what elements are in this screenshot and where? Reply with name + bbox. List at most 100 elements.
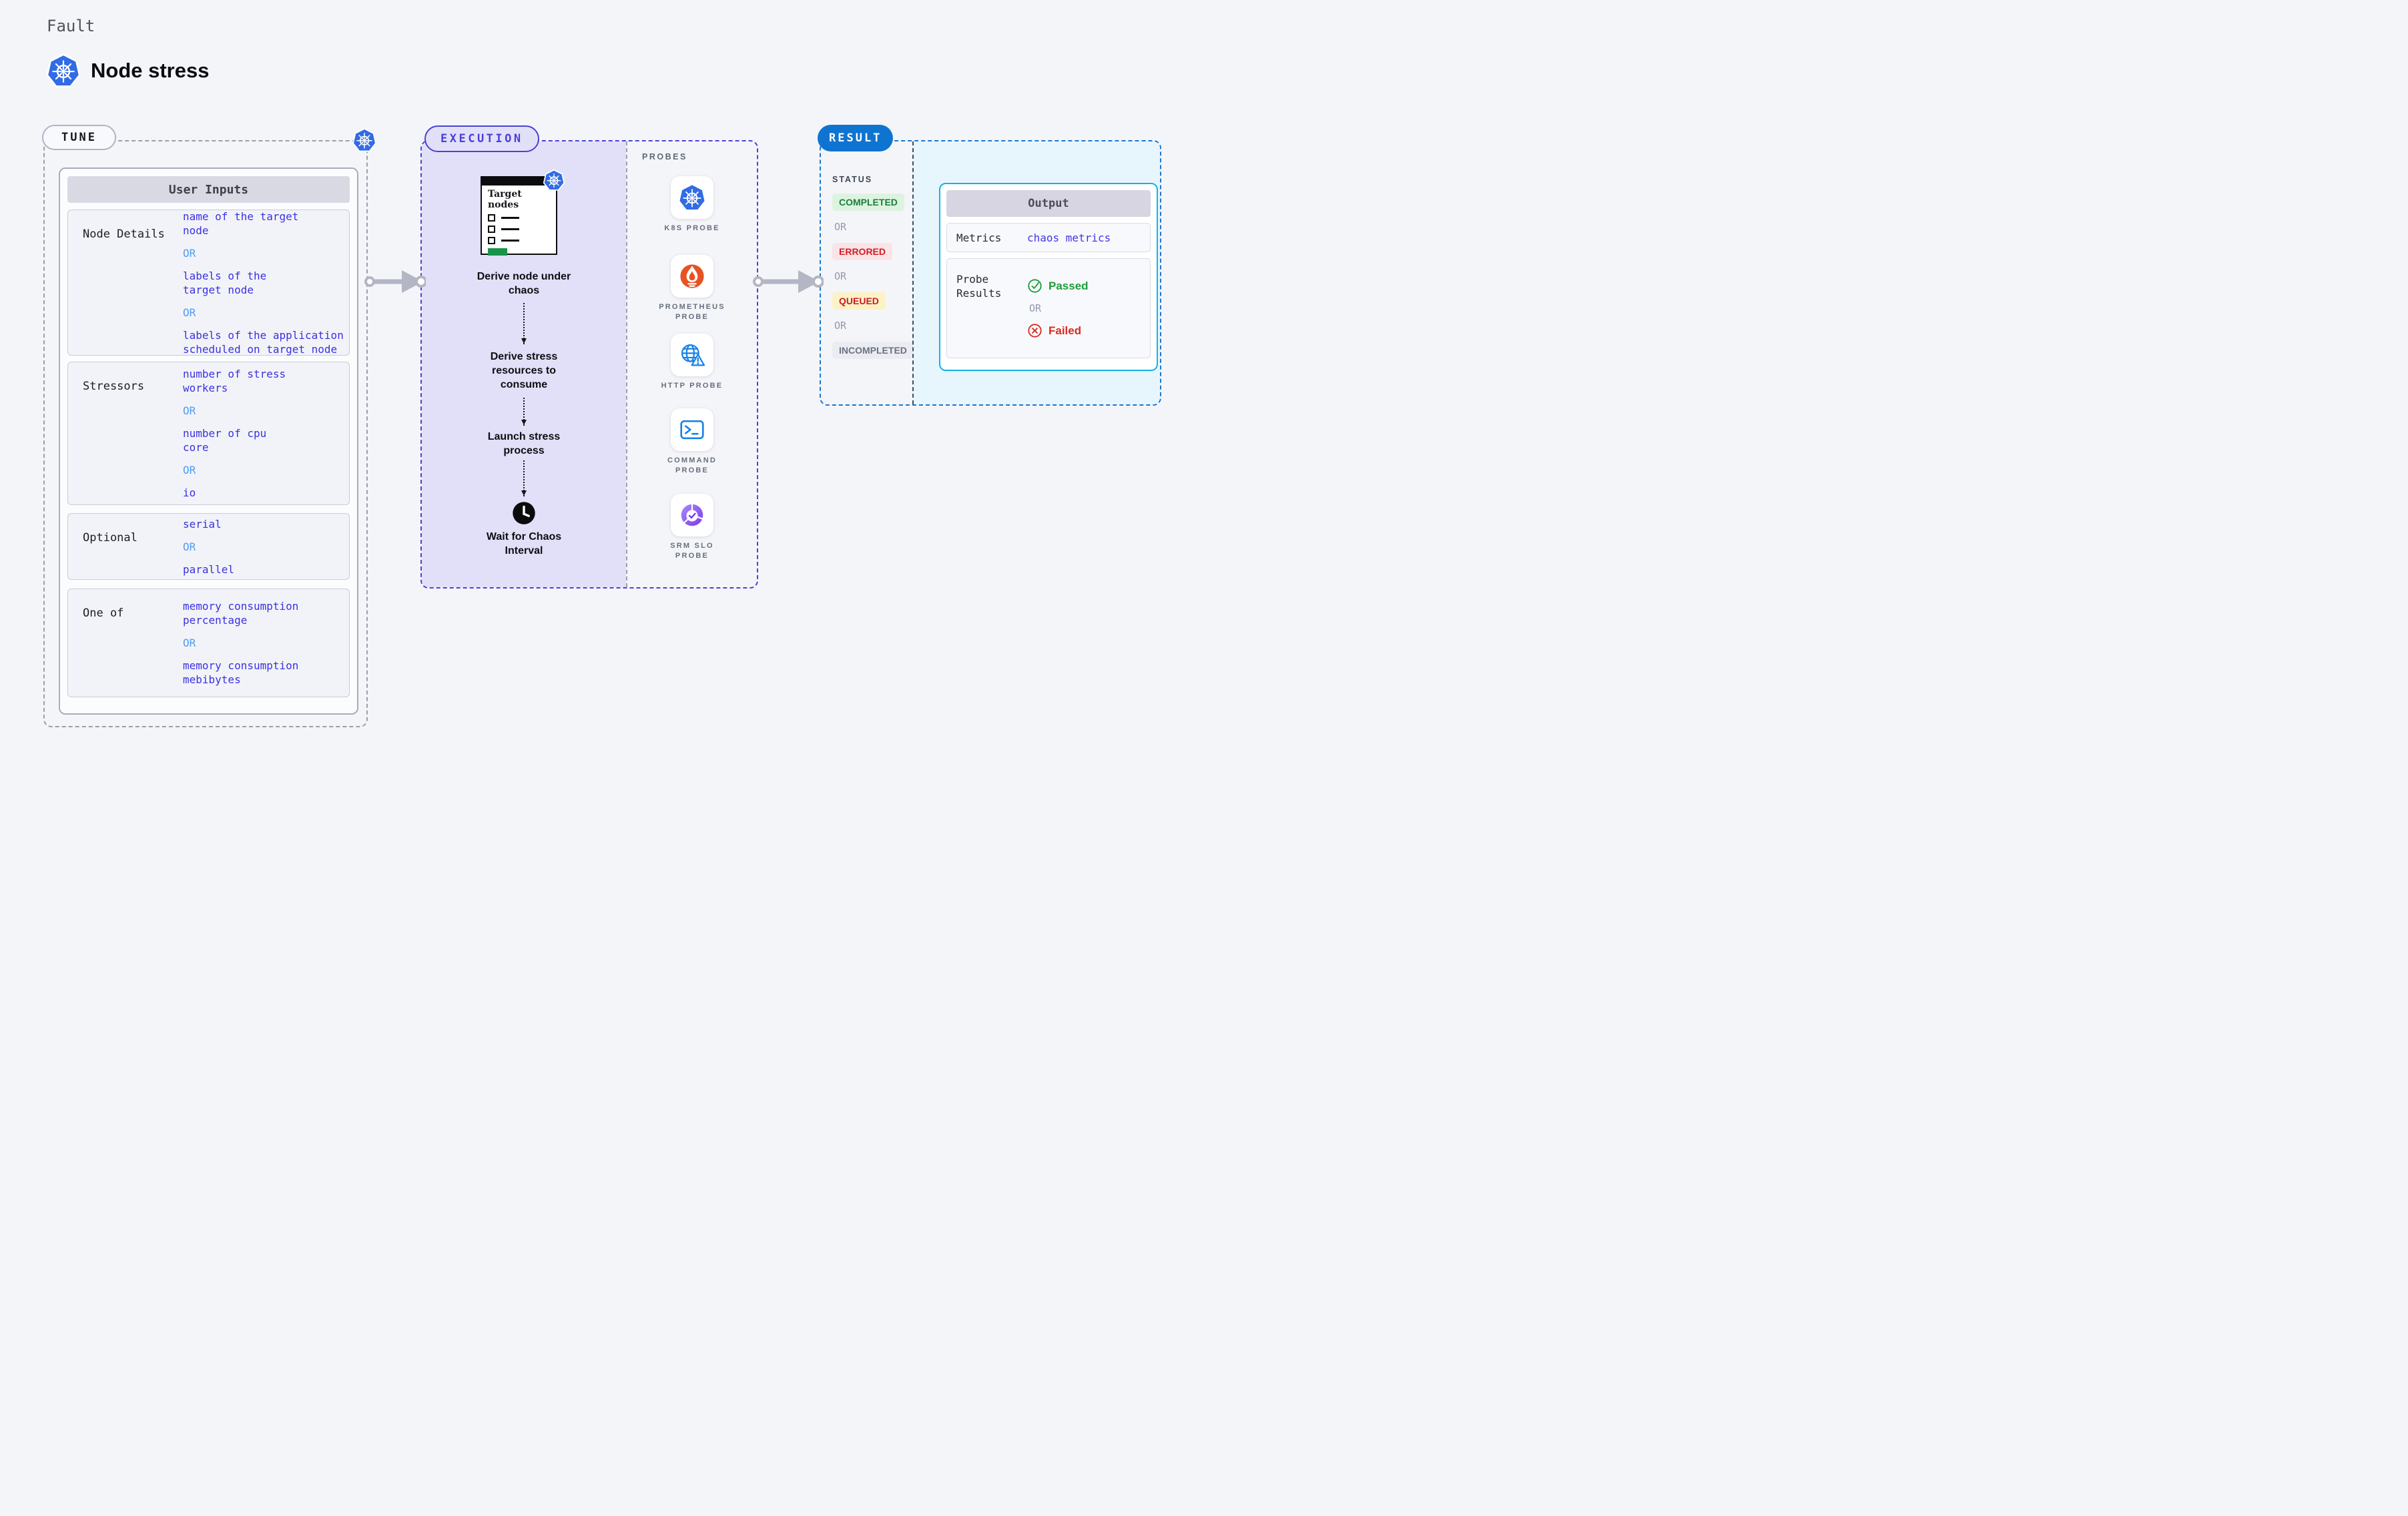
probe-item-http: HTTP PROBE [627,334,757,391]
input-option: parallel [183,562,235,576]
status-badge-completed: COMPLETED [832,194,904,211]
probe-results-label: Probe Results [956,273,1002,300]
metrics-value: chaos metrics [1027,231,1111,244]
input-option: memory consumption percentage [183,600,299,627]
node-stress-fault-diagram: Fault Node stress TUNE User Inputs Node … [0,0,1204,758]
x-circle-icon [1027,323,1042,338]
tune-section [43,140,368,727]
failed-result: Failed [1027,323,1089,338]
input-option: number of cpu core [183,427,267,454]
probe-label: SRM SLO PROBE [670,542,714,560]
page-title: Node stress [91,59,210,82]
kubernetes-icon [677,183,707,212]
checklist-title: Target nodes [488,189,522,210]
probes-panel: PROBES K8S PROBE PROMETHEUS PROBE HTTP P… [626,141,757,587]
row-label: Stressors [83,380,145,393]
checklist-titlebar [482,177,556,185]
result-pill: RESULT [818,125,894,151]
tune-pill: TUNE [42,125,116,150]
prometheus-icon [677,262,707,291]
http-globe-warning-icon [677,340,707,370]
or-separator: OR [834,270,847,282]
clock-icon [511,500,537,526]
execution-to-result-arrow [753,270,824,293]
input-option: memory consumption mebibytes [183,659,299,686]
status-options: COMPLETED OR ERRORED OR QUEUED OR INCOMP… [832,194,914,359]
passed-result: Passed [1027,278,1089,294]
target-nodes-checklist: Target nodes [481,176,557,256]
or-separator: OR [183,246,196,260]
probe-label: PROMETHEUS PROBE [659,303,725,321]
or-separator: OR [183,404,196,417]
row-values: name of the target node OR labels of the… [183,210,349,356]
row-label: Optional [83,531,137,544]
checkbox-icon [488,214,495,222]
or-separator: OR [834,221,847,233]
probe-card [671,494,713,536]
execution-section: Target nodes Derive node under chaos Der… [420,140,758,589]
checklist-item [488,226,550,233]
row-label: One of [83,607,124,620]
kubernetes-icon [45,52,81,89]
check-circle-icon [1027,278,1042,294]
checklist-action-button [488,248,507,256]
probe-item-k8s: K8S PROBE [627,176,757,234]
probe-card [671,176,713,219]
input-option: name of the target node [183,210,299,237]
probe-item-srm-slo: SRM SLO PROBE [627,494,757,561]
metrics-row: Metrics chaos metrics [946,223,1151,252]
probe-label: K8S PROBE [664,224,720,232]
probe-card [671,255,713,298]
input-option: number of stress workers [183,368,286,394]
execution-flow-panel: Target nodes Derive node under chaos Der… [422,141,626,587]
status-label: STATUS [832,175,873,184]
or-separator: OR [183,306,196,319]
passed-label: Passed [1048,279,1089,292]
status-badge-incompleted: INCOMPLETED [832,342,914,359]
probe-card [671,408,713,451]
input-option: labels of the target node [183,269,267,296]
stressors-row: Stressors number of stress workers OR nu… [67,362,350,505]
flow-arrow-down [521,303,527,344]
checklist-item [488,214,550,222]
status-badge-queued: QUEUED [832,292,886,310]
checklist-line [501,240,519,242]
probe-results-values: Passed OR Failed [1027,259,1089,358]
checkbox-icon [488,226,495,233]
probe-label: COMMAND PROBE [667,456,717,474]
input-option: labels of the application scheduled on t… [183,328,344,356]
output-box: Output Metrics chaos metrics Probe Resul… [939,183,1158,371]
probe-item-command: COMMAND PROBE [627,408,757,476]
row-values: memory consumption percentage OR memory … [183,589,349,697]
one-of-row: One of memory consumption percentage OR … [67,589,350,697]
checklist-item [488,237,550,244]
fault-eyebrow: Fault [47,17,95,35]
kubernetes-icon [352,127,377,153]
checkbox-icon [488,237,495,244]
node-details-row: Node Details name of the target node OR … [67,210,350,356]
probe-results-row: Probe Results Passed OR Failed [946,258,1151,358]
checklist-line [501,217,519,219]
or-separator: OR [1029,302,1042,314]
result-section: STATUS COMPLETED OR ERRORED OR QUEUED OR… [820,140,1161,406]
slo-pie-check-icon [677,500,707,530]
row-values: number of stress workers OR number of cp… [183,362,349,504]
metrics-label: Metrics [956,231,1002,244]
flow-arrow-down [521,398,527,426]
step-wait-chaos-interval: Wait for Chaos Interval [486,531,562,556]
checklist-body: Target nodes [482,185,556,259]
row-values: serial OR parallel [183,514,349,579]
status-badge-errored: ERRORED [832,243,893,260]
optional-row: Optional serial OR parallel [67,513,350,580]
status-column: STATUS COMPLETED OR ERRORED OR QUEUED OR… [821,141,914,404]
or-separator: OR [183,540,196,553]
step-launch-stress-process: Launch stress process [487,431,561,456]
or-separator: OR [834,320,847,332]
user-inputs-card: User Inputs Node Details name of the tar… [59,167,358,715]
step-derive-stress-resources: Derive stress resources to consume [490,351,558,390]
flow-arrow-down [521,460,527,496]
probe-card [671,334,713,376]
terminal-icon [677,415,707,444]
input-option: serial [183,517,222,530]
output-panel: Output Metrics chaos metrics Probe Resul… [912,141,1160,404]
